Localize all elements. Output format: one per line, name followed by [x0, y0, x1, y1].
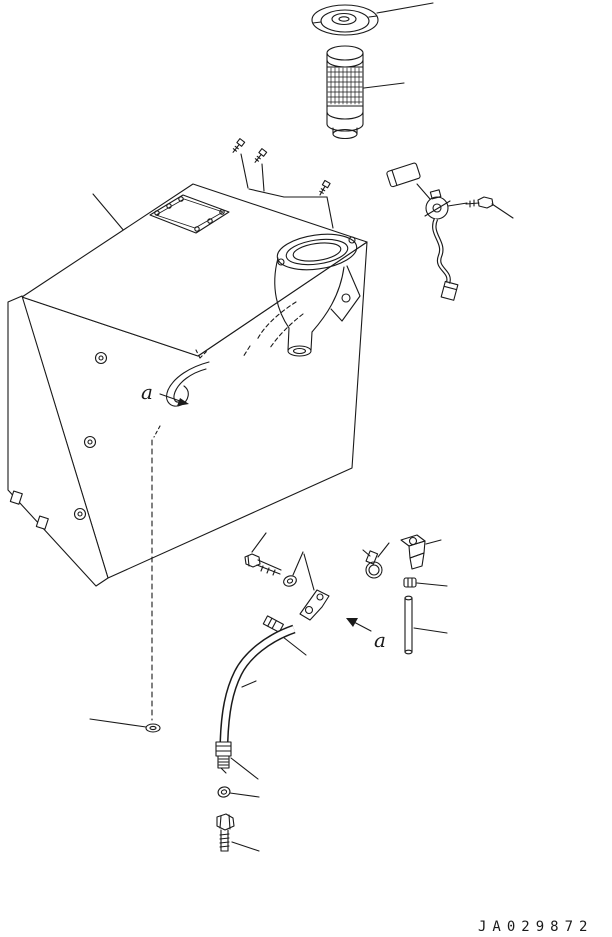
hose-ferrule [215, 741, 232, 774]
neck-flange [330, 265, 361, 322]
breather-hose [432, 218, 451, 284]
drain-line-hidden [89, 439, 161, 733]
bracket [299, 589, 330, 621]
hidden-lines [242, 301, 304, 358]
main-hose [219, 624, 296, 743]
neck-bolt-leader [326, 196, 334, 229]
clamp-bolt [244, 553, 282, 576]
part-code: JA029872 [478, 919, 593, 935]
leader-lines-top [92, 2, 434, 239]
fuel-tank-body [7, 183, 368, 587]
breather-cylinder [386, 162, 421, 188]
plate-bolt-leaders [240, 153, 328, 198]
label-a-upper-text: a [141, 380, 153, 404]
elbow-fitting [400, 534, 426, 570]
valve-bolt [465, 196, 494, 209]
drain-bolt [216, 813, 235, 852]
breather-leader [416, 183, 431, 200]
hose-connector [440, 280, 459, 301]
lower-washer [217, 786, 231, 798]
label-a-upper [159, 393, 189, 406]
neck-bolt [319, 179, 331, 196]
hose-clamp [362, 549, 383, 579]
sleeve-fitting [403, 577, 417, 588]
filler-neck [274, 233, 361, 357]
label-a-lower-text: a [374, 628, 386, 652]
panel-foot [9, 490, 23, 505]
hose-nipple [262, 615, 284, 633]
drain-washer [145, 723, 161, 733]
mounting-plate [149, 194, 230, 234]
valve-bolt-leader [491, 203, 514, 219]
left-side-panel [7, 295, 109, 587]
panel-foot [35, 515, 49, 530]
valve-body [424, 189, 451, 220]
clamp-washer [283, 575, 297, 587]
return-tube [404, 595, 413, 655]
filler-cap [311, 4, 379, 36]
plate-bolt [254, 148, 268, 163]
label-a-lower [346, 618, 372, 632]
hose-routing-sketch [153, 349, 210, 438]
tank-face-plugs [73, 351, 108, 521]
filter-element [326, 45, 364, 140]
plate-bolt [232, 138, 246, 153]
